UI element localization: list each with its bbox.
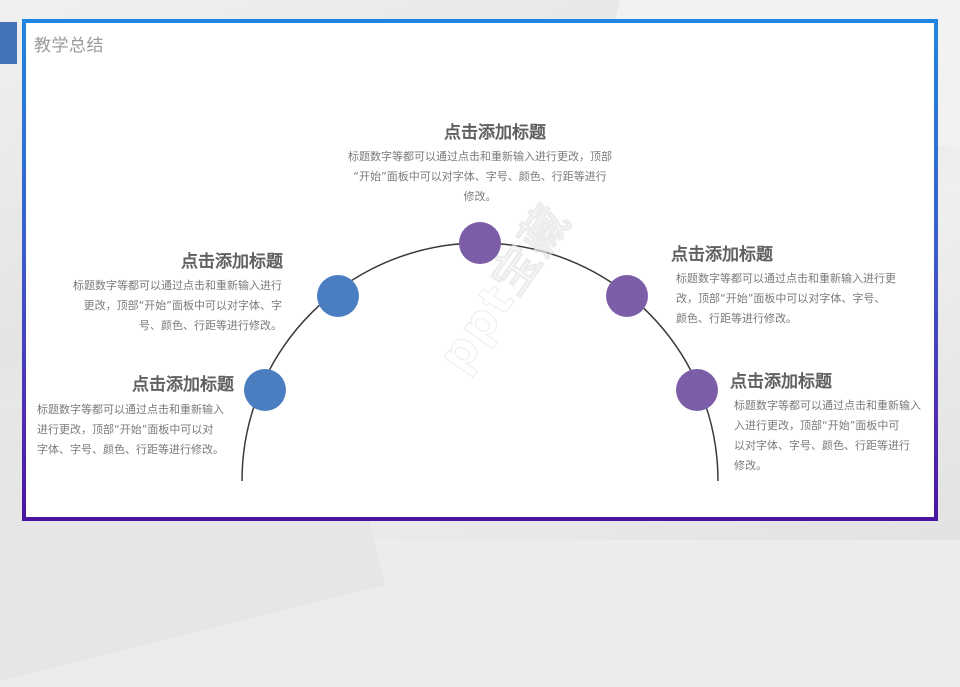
timeline-dot-left-lower	[244, 369, 286, 411]
body-line: 标题数字等都可以通过点击和重新输入进行更	[676, 272, 896, 285]
body-line: 标题数字等都可以通过点击和重新输入	[734, 399, 921, 412]
slide-frame	[22, 19, 938, 521]
slide-card	[26, 23, 934, 517]
body-line: “开始”面板中可以对字体、字号、颜色、行距等进行	[353, 170, 607, 183]
item-body-left-lower: 标题数字等都可以通过点击和重新输入 进行更改，顶部“开始”面板中可以对 字体、字…	[37, 400, 252, 460]
timeline-dot-left-upper	[317, 275, 359, 317]
item-body-top: 标题数字等都可以通过点击和重新输入进行更改，顶部 “开始”面板中可以对字体、字号…	[330, 147, 630, 207]
timeline-dot-right-upper	[606, 275, 648, 317]
item-heading-right-lower: 点击添加标题	[730, 372, 832, 392]
item-heading-left-lower: 点击添加标题	[132, 375, 234, 395]
title-accent-tab	[0, 22, 17, 64]
item-heading-left-upper: 点击添加标题	[181, 252, 283, 272]
body-line: 改，顶部“开始”面板中可以对字体、字号、	[676, 292, 886, 305]
body-line: 标题数字等都可以通过点击和重新输入进行更改，顶部	[348, 150, 612, 163]
item-body-left-upper: 标题数字等都可以通过点击和重新输入进行 更改，顶部“开始”面板中可以对字体、字 …	[40, 276, 282, 336]
item-body-right-lower: 标题数字等都可以通过点击和重新输入 入进行更改，顶部“开始”面板中可 以对字体、…	[734, 396, 934, 476]
page-title: 教学总结	[34, 36, 104, 56]
body-line: 颜色、行距等进行修改。	[676, 312, 797, 325]
item-body-right-upper: 标题数字等都可以通过点击和重新输入进行更 改，顶部“开始”面板中可以对字体、字号…	[676, 269, 926, 329]
body-line: 入进行更改，顶部“开始”面板中可	[734, 419, 900, 432]
item-heading-top: 点击添加标题	[444, 123, 546, 143]
body-line: 标题数字等都可以通过点击和重新输入	[37, 403, 224, 416]
body-line: 修改。	[463, 190, 497, 203]
body-line: 修改。	[734, 459, 767, 472]
body-line: 以对字体、字号、颜色、行距等进行	[734, 439, 910, 452]
item-heading-right-upper: 点击添加标题	[671, 245, 773, 265]
body-line: 字体、字号、颜色、行距等进行修改。	[37, 443, 224, 456]
body-line: 标题数字等都可以通过点击和重新输入进行	[73, 279, 282, 292]
body-line: 号、颜色、行距等进行修改。	[139, 319, 282, 332]
timeline-dot-top	[459, 222, 501, 264]
body-line: 更改，顶部“开始”面板中可以对字体、字	[83, 299, 282, 312]
body-line: 进行更改，顶部“开始”面板中可以对	[37, 423, 214, 436]
timeline-dot-right-lower	[676, 369, 718, 411]
